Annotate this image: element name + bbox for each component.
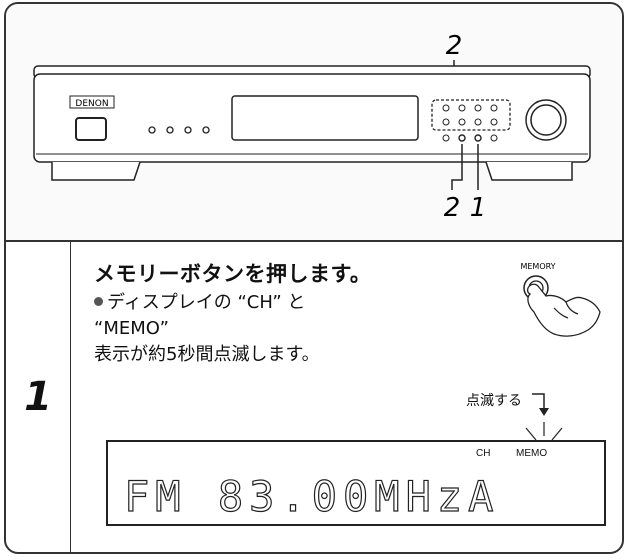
step-detail-line2: 表示が約5秒間点滅します。 <box>94 344 320 365</box>
front-button <box>184 126 192 134</box>
tuner-illustration: 2 DENON <box>6 4 622 240</box>
memory-button-label: MEMORY <box>520 262 555 271</box>
indicator-memo: MEMO <box>516 448 548 459</box>
preset-button <box>474 134 482 142</box>
bullet-icon <box>94 296 103 306</box>
tuner-display-window <box>231 95 419 141</box>
power-button <box>75 117 107 141</box>
section-divider <box>6 240 622 242</box>
memory-button <box>458 134 466 142</box>
step-number: 1 <box>24 374 52 420</box>
tuner-front-panel-drawing: 2 DENON <box>33 31 591 223</box>
memory-button-illustration: MEMORY <box>520 262 601 451</box>
step-title: メモリーボタンを押します。 <box>94 262 372 286</box>
step-detail-line1: ディスプレイの “CH” と “MEMO” <box>94 292 306 339</box>
lcd-display: CH MEMO FM 83.00MHzA <box>106 440 606 526</box>
step-column-divider <box>70 240 71 552</box>
front-button <box>148 126 156 134</box>
instruction-panel: 2 DENON <box>4 2 624 554</box>
blink-arrow <box>532 393 545 410</box>
indicator-ch: CH <box>476 448 491 459</box>
step-detail: ディスプレイの “CH” と “MEMO” 表示が約5秒間点滅します。 <box>94 290 384 368</box>
lcd-readout: FM 83.00MHzA <box>123 472 500 521</box>
callout-number-bottom-right: 1 <box>470 193 487 223</box>
front-button <box>202 126 210 134</box>
pressing-hand-icon <box>526 283 601 337</box>
blink-caption: 点滅する <box>466 393 522 409</box>
front-button <box>166 126 174 134</box>
highlighted-button-cluster <box>431 99 511 131</box>
brand-logo: DENON <box>75 99 108 109</box>
callout-number-top: 2 <box>446 31 463 61</box>
callout-number-bottom-left: 2 <box>444 193 461 223</box>
